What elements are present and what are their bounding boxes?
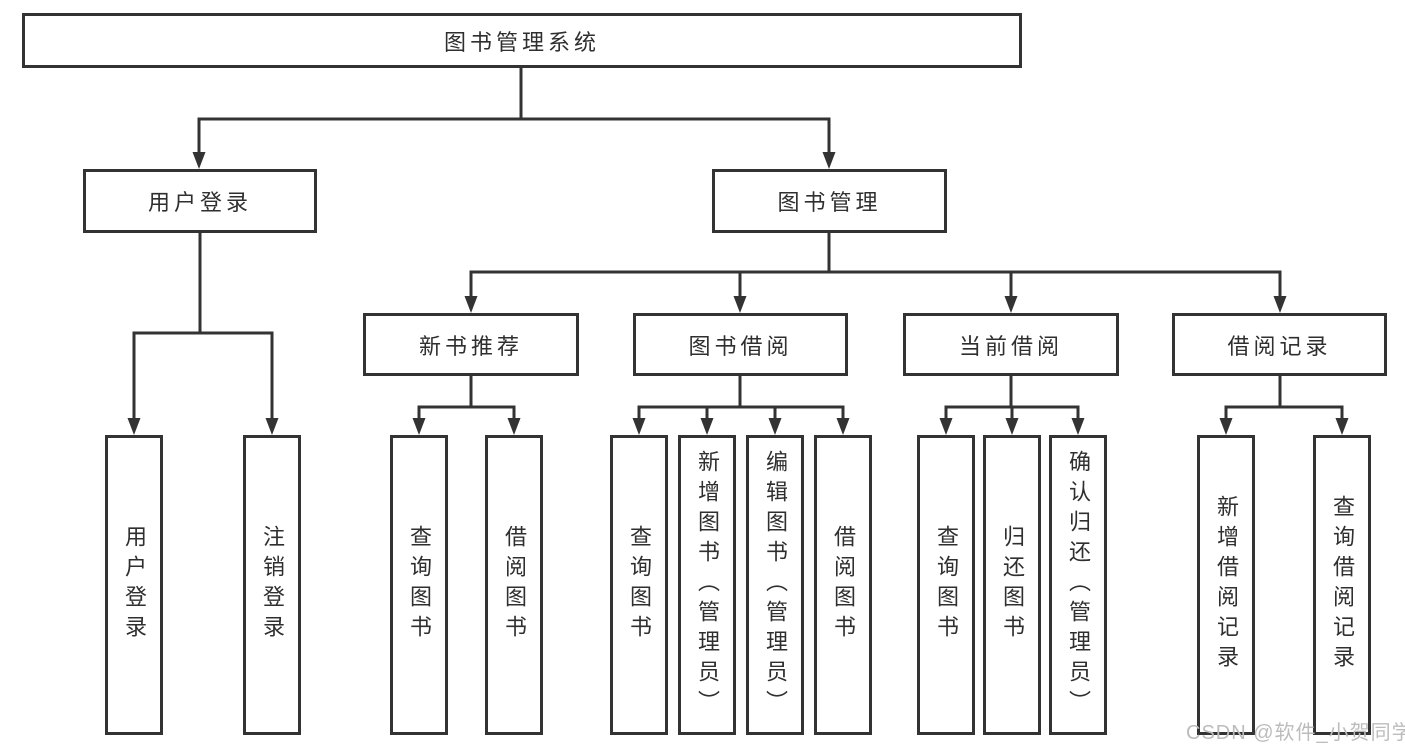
node-book-borrow-label: 图书借阅: [688, 333, 793, 359]
node-book-borrow: 图书借阅: [633, 313, 848, 376]
leaf-borrow-borrow-books: 借阅图书: [814, 435, 872, 735]
csdn-watermark: CSDN @软件_小贺同学: [1186, 722, 1405, 744]
node-current-borrow: 当前借阅: [903, 313, 1119, 376]
leaf-borrow-edit-books-admin: 编辑图书（管理员）: [746, 435, 804, 735]
leaf-borrow-edit-books-admin-label: 编辑图书（管理员）: [763, 450, 788, 720]
node-borrow-record: 借阅记录: [1172, 313, 1387, 376]
leaf-borrow-add-books-admin: 新增图书（管理员）: [678, 435, 736, 735]
node-new-book-recommend-label: 新书推荐: [418, 333, 523, 359]
node-root-label: 图书管理系统: [443, 29, 600, 55]
leaf-record-add-borrow-record: 新增借阅记录: [1197, 435, 1255, 735]
leaf-user-login-label: 用户登录: [122, 525, 147, 645]
leaf-user-login: 用户登录: [105, 435, 163, 735]
leaf-logout: 注销登录: [243, 435, 301, 735]
leaf-record-add-borrow-record-label: 新增借阅记录: [1214, 495, 1239, 675]
leaf-current-confirm-return-admin-label: 确认归还（管理员）: [1066, 450, 1091, 720]
leaf-logout-label: 注销登录: [260, 525, 285, 645]
node-user-login-label: 用户登录: [147, 190, 252, 215]
leaf-current-query-books-label: 查询图书: [934, 525, 959, 645]
leaf-newrec-borrow-books: 借阅图书: [485, 435, 543, 735]
leaf-newrec-borrow-books-label: 借阅图书: [502, 525, 527, 645]
node-book-management: 图书管理: [712, 169, 947, 233]
leaf-borrow-add-books-admin-label: 新增图书（管理员）: [695, 450, 720, 720]
leaf-current-confirm-return-admin: 确认归还（管理员）: [1049, 435, 1107, 735]
node-user-login: 用户登录: [83, 169, 317, 233]
leaf-newrec-query-books: 查询图书: [390, 435, 448, 735]
leaf-borrow-query-books-label: 查询图书: [627, 525, 652, 645]
leaf-newrec-query-books-label: 查询图书: [407, 525, 432, 645]
leaf-current-return-books: 归还图书: [983, 435, 1041, 735]
node-root: 图书管理系统: [22, 13, 1022, 68]
leaf-borrow-query-books: 查询图书: [610, 435, 668, 735]
leaf-current-return-books-label: 归还图书: [1000, 525, 1025, 645]
leaf-record-query-borrow-record: 查询借阅记录: [1313, 435, 1371, 735]
node-current-borrow-label: 当前借阅: [958, 333, 1063, 359]
leaf-borrow-borrow-books-label: 借阅图书: [831, 525, 856, 645]
node-borrow-record-label: 借阅记录: [1227, 333, 1332, 359]
node-new-book-recommend: 新书推荐: [363, 313, 579, 376]
leaf-current-query-books: 查询图书: [917, 435, 975, 735]
leaf-record-query-borrow-record-label: 查询借阅记录: [1330, 495, 1355, 675]
node-book-management-label: 图书管理: [777, 190, 882, 215]
